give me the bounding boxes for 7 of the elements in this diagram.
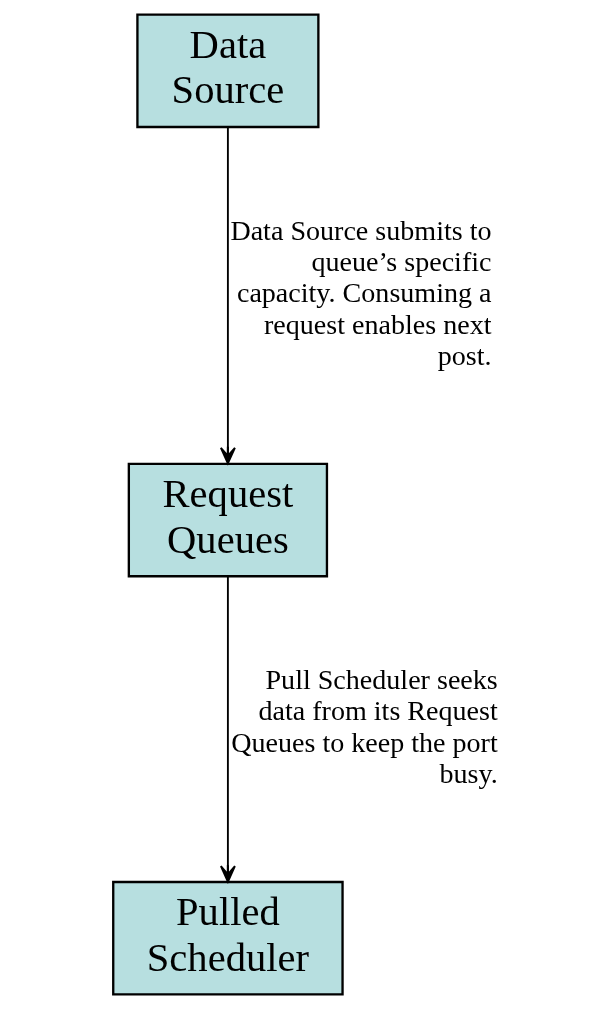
arrow xyxy=(219,575,236,883)
node-box: Data Source xyxy=(135,13,320,129)
node-box: Pulled Scheduler xyxy=(111,880,344,996)
edge-label: Pull Scheduler seeks data from its Request Queues to keep the port busy. xyxy=(230,664,498,789)
edge-label: Data Source submits to queue’s specific capacity. Consuming a request enables next post. xyxy=(229,214,492,371)
node-box: Request Queues xyxy=(127,462,328,578)
arrow xyxy=(219,126,236,465)
